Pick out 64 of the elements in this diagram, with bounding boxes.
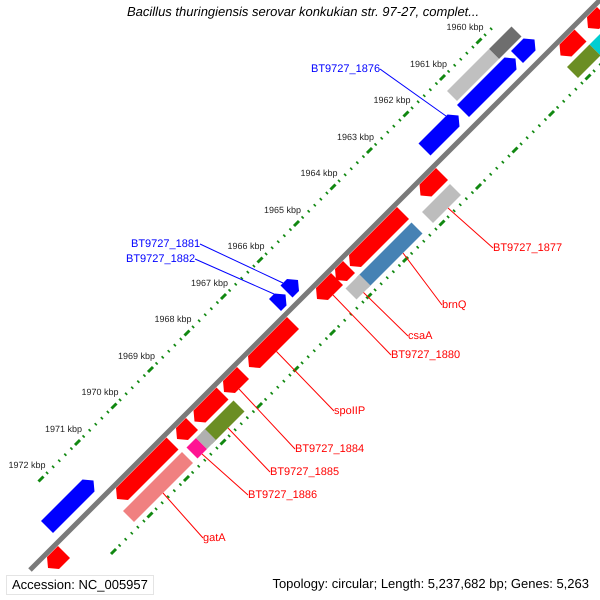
leader-line bbox=[200, 244, 284, 284]
scale-label: 1962 kbp bbox=[374, 95, 411, 105]
scale-label: 1967 kbp bbox=[191, 278, 228, 288]
gene-block bbox=[47, 546, 70, 569]
gene-block bbox=[587, 7, 600, 29]
gene-block bbox=[123, 452, 193, 522]
gene-label: BT9727_1876 bbox=[311, 62, 380, 76]
gene-block bbox=[248, 317, 299, 368]
scale-label: 1968 kbp bbox=[154, 314, 192, 324]
gene-block bbox=[116, 438, 178, 500]
leader-line bbox=[363, 292, 408, 336]
scale-label: 1966 kbp bbox=[228, 241, 265, 251]
scale-label: 1971 kbp bbox=[45, 424, 82, 434]
leader-line bbox=[380, 68, 446, 116]
scale-label: 1969 kbp bbox=[118, 350, 156, 360]
leader-line bbox=[202, 454, 248, 496]
gene-block bbox=[447, 49, 499, 101]
scale-label: 1972 kbp bbox=[8, 460, 46, 470]
gene-block bbox=[511, 38, 536, 63]
leader-line bbox=[402, 252, 442, 306]
gene-block bbox=[196, 429, 216, 449]
gene-label: brnQ bbox=[442, 298, 466, 312]
leader-line bbox=[276, 351, 334, 412]
scale-label: 1960 kbp bbox=[446, 22, 484, 32]
gene-label: BT9727_1881 bbox=[131, 237, 200, 251]
accession-text: Accession: NC_005957 bbox=[6, 575, 154, 595]
scale-label: 1970 kbp bbox=[82, 387, 119, 397]
gene-block bbox=[346, 274, 370, 300]
gene-block bbox=[41, 480, 94, 533]
leader-line bbox=[448, 208, 494, 248]
gene-label: csaA bbox=[408, 329, 432, 343]
leader-line bbox=[238, 388, 296, 450]
gene-block bbox=[418, 114, 460, 156]
scale-label: 1965 kbp bbox=[264, 204, 302, 214]
gene-block bbox=[194, 388, 228, 422]
gene-block bbox=[176, 418, 198, 440]
gene-block bbox=[316, 273, 343, 300]
gene-block bbox=[560, 30, 586, 56]
scale-label: 1964 kbp bbox=[300, 168, 338, 178]
gene-label: BT9727_1880 bbox=[391, 348, 460, 362]
gene-block bbox=[269, 294, 286, 311]
gene-label: BT9727_1877 bbox=[493, 241, 562, 255]
gene-label: BT9727_1882 bbox=[126, 252, 196, 266]
leader-line bbox=[332, 294, 392, 356]
gene-label: BT9727_1885 bbox=[270, 465, 340, 479]
gene-block bbox=[335, 261, 355, 281]
gene-label: BT9727_1884 bbox=[295, 442, 364, 456]
gene-label: BT9727_1886 bbox=[248, 488, 318, 502]
gene-block bbox=[422, 184, 461, 223]
gene-block bbox=[457, 58, 516, 117]
gene-block bbox=[223, 367, 249, 393]
gene-block bbox=[420, 168, 448, 196]
leader-line bbox=[194, 258, 274, 294]
gene-label: gatA bbox=[203, 531, 226, 545]
gene-block bbox=[349, 207, 409, 267]
leader-line bbox=[228, 428, 270, 472]
gene-label: spoIIP bbox=[334, 404, 366, 418]
gene-block bbox=[280, 279, 299, 298]
gene-block bbox=[567, 44, 600, 78]
scale-label: 1963 kbp bbox=[337, 132, 374, 142]
leader-line bbox=[162, 492, 204, 538]
gene-block bbox=[186, 438, 207, 458]
title: Bacillus thuringiensis serovar konkukian str. 97-27, complet... bbox=[127, 5, 480, 19]
scale-label: 1961 kbp bbox=[410, 58, 448, 68]
